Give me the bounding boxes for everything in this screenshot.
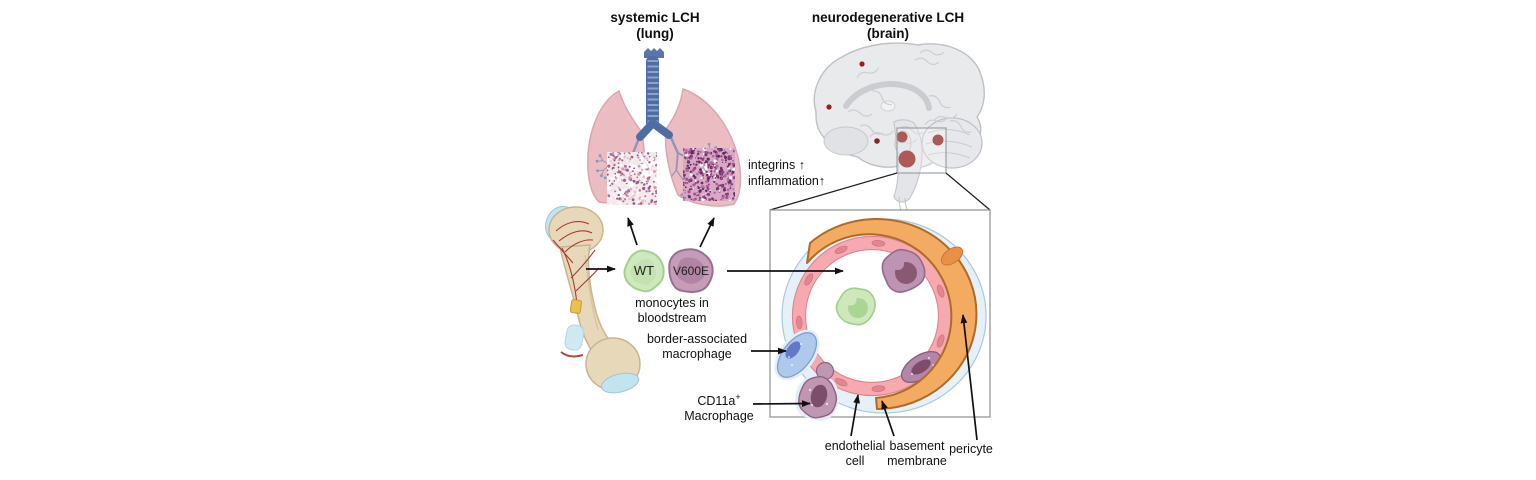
title-neurodegenerative-lch: neurodegenerative LCH (brain) xyxy=(778,10,998,41)
brain-illustration xyxy=(813,42,985,219)
title-neuro-line1: neurodegenerative LCH xyxy=(811,10,965,25)
arrow-basement-label xyxy=(881,400,895,437)
v600e-monocyte-lumen xyxy=(881,248,926,293)
endothelial-cell-label: endothelial cell xyxy=(815,439,895,469)
basement-line2: membrane xyxy=(887,454,947,468)
vessel-cross-section xyxy=(774,218,987,421)
bone-illustration xyxy=(545,205,641,394)
cd11a-line1: CD11a+ xyxy=(659,390,779,409)
integrins-up-label: integrins ↑ xyxy=(748,158,805,172)
title-systemic-line1: systemic LCH xyxy=(610,10,700,25)
v600e-cell-label: V600E xyxy=(672,264,710,278)
arrow-v600e-to-histology xyxy=(699,217,715,248)
arrow-endothelial-label xyxy=(850,394,860,437)
pericyte-label: pericyte xyxy=(949,442,993,456)
v600e-monocyte xyxy=(668,248,714,294)
bam-line2: macrophage xyxy=(662,347,732,361)
monocytes-line1: monocytes in xyxy=(635,296,709,310)
border-associated-macrophage-label: border-associated macrophage xyxy=(627,332,767,362)
title-neuro-line2: (brain) xyxy=(867,25,909,41)
bam-line1: border-associated xyxy=(646,332,748,346)
inset-connector-line xyxy=(945,172,991,211)
cd11a-sup: + xyxy=(735,392,741,402)
monocytes-line2: bloodstream xyxy=(637,311,707,325)
lung-histology-v600e xyxy=(683,148,735,201)
cd11a-line2: Macrophage xyxy=(684,409,754,424)
lung-histology-wt xyxy=(607,152,657,205)
endothelial-line2: cell xyxy=(845,454,865,468)
endothelial-line1: endothelial xyxy=(824,439,886,453)
brain-inset-outline xyxy=(896,127,947,174)
pericyte-cell xyxy=(806,218,978,410)
border-associated-macrophage-cell xyxy=(774,329,820,381)
title-systemic-line2: (lung) xyxy=(636,25,674,41)
basement-line1: basement xyxy=(889,439,945,453)
trachea xyxy=(636,48,673,141)
inflammation-up-label: inflammation↑ xyxy=(748,174,826,188)
arrow-pericyte-label xyxy=(960,314,978,441)
monocytes-label: monocytes in bloodstream xyxy=(602,296,742,326)
arrow-cd11a-label xyxy=(752,400,811,407)
wt-monocyte-lumen xyxy=(835,287,876,326)
cd11a-macrophage-cell xyxy=(795,361,840,421)
arrows xyxy=(586,217,978,441)
inset-connector-line xyxy=(769,172,898,211)
arrow-wt-to-histology xyxy=(627,217,638,246)
bone-vasculature xyxy=(552,221,600,305)
annotation-integrins-inflammation: integrins ↑ inflammation↑ xyxy=(748,157,858,189)
wt-monocyte xyxy=(623,249,665,293)
cd11a-macrophage-label: CD11a+ Macrophage xyxy=(659,390,779,424)
basement-membrane-label: basement membrane xyxy=(877,439,957,469)
lch-lesion-dots xyxy=(826,61,944,168)
cd11a-base: CD11a xyxy=(697,394,736,409)
wt-cell-label: WT xyxy=(633,263,655,278)
title-systemic-lch: systemic LCH (lung) xyxy=(565,10,745,41)
